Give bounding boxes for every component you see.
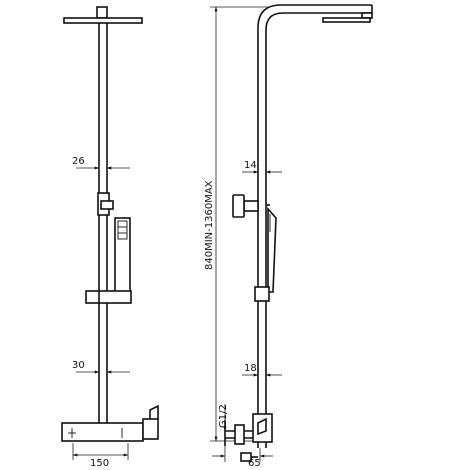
side-hand-shower bbox=[267, 206, 277, 293]
front-shower-head bbox=[63, 6, 143, 24]
front-upper-bracket bbox=[97, 192, 114, 216]
front-mixer-body bbox=[61, 404, 159, 442]
dim-mixer-width: 150 bbox=[72, 443, 129, 469]
dim-pipe-diameter-front: 30 bbox=[72, 360, 130, 374]
dim-pipe-diameter-side: 18 bbox=[242, 363, 282, 377]
side-diverter-valve bbox=[232, 194, 270, 218]
dim-label-18: 18 bbox=[244, 363, 257, 374]
front-view: 26 30 150 bbox=[61, 6, 159, 469]
dim-overhead-arm-width: 26 bbox=[72, 156, 130, 170]
dim-label-14: 14 bbox=[244, 160, 257, 171]
dim-label-150: 150 bbox=[90, 458, 109, 469]
dim-label-height: 840MIN-1360MAX bbox=[204, 180, 215, 270]
dim-label-30: 30 bbox=[72, 360, 85, 371]
side-slider-holder bbox=[254, 286, 270, 302]
dim-height-range: 840MIN-1360MAX bbox=[204, 6, 268, 442]
dim-inlet-thread: G1/2 bbox=[218, 404, 229, 432]
dim-label-65: 65 bbox=[248, 458, 261, 469]
dim-label-26: 26 bbox=[72, 156, 85, 167]
dim-wall-projection: 65 bbox=[212, 446, 273, 469]
side-shower-head bbox=[322, 12, 373, 23]
side-mixer-body bbox=[224, 413, 273, 462]
front-hand-shower bbox=[114, 217, 131, 295]
dim-label-g12: G1/2 bbox=[218, 404, 229, 428]
side-riser-pipe bbox=[257, 4, 373, 415]
side-view: 840MIN-1360MAX bbox=[204, 4, 373, 469]
front-slider-holder bbox=[85, 290, 132, 304]
front-riser-pipe bbox=[98, 23, 108, 425]
dim-pipe-offset-side: 14 bbox=[242, 160, 282, 174]
